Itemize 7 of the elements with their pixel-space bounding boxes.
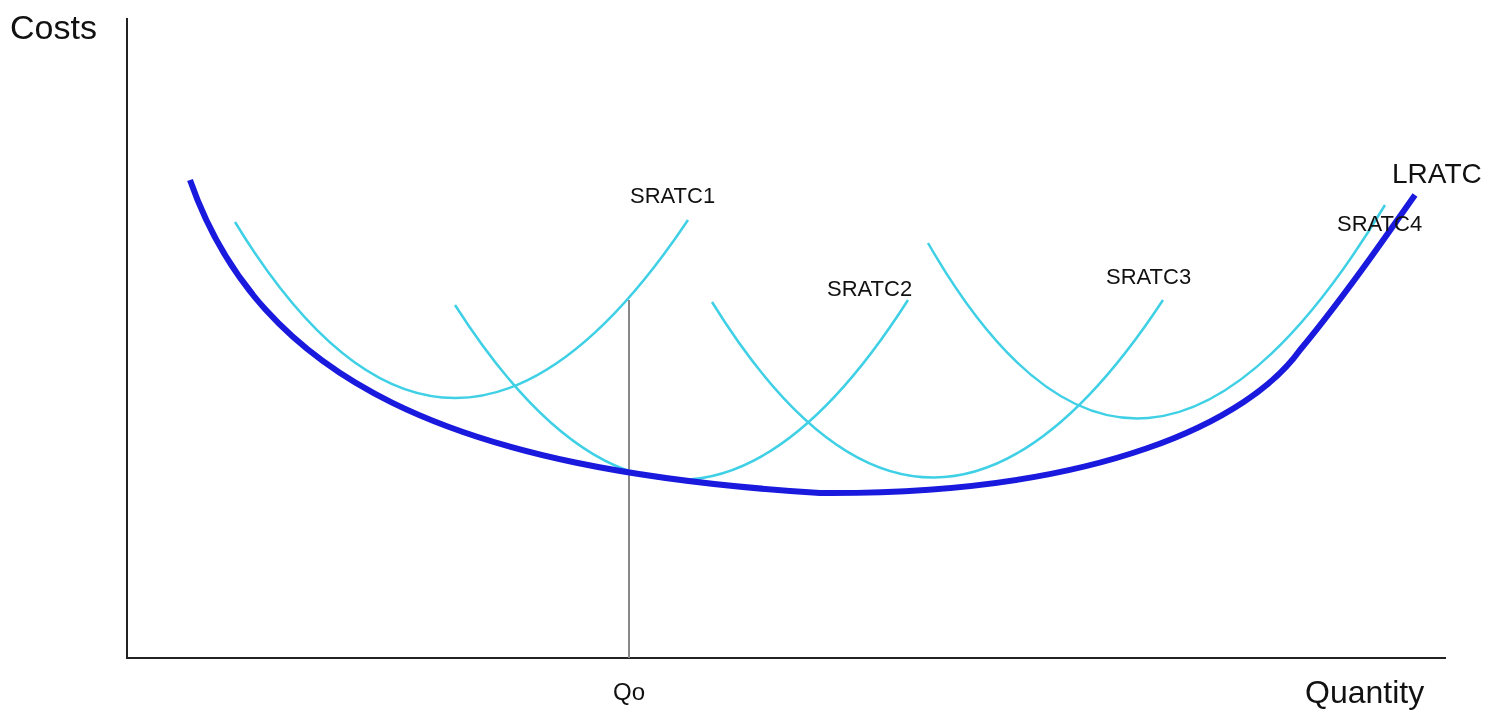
curve-label: LRATC (1392, 160, 1482, 188)
curve-label: SRATC1 (630, 185, 716, 207)
axis-label: Quantity (1305, 676, 1425, 708)
tick-label: Qo (613, 680, 645, 704)
curve-label: SRATC3 (1106, 266, 1192, 288)
curve-label: SRATC2 (827, 278, 913, 300)
axis-label: Costs (10, 10, 97, 44)
